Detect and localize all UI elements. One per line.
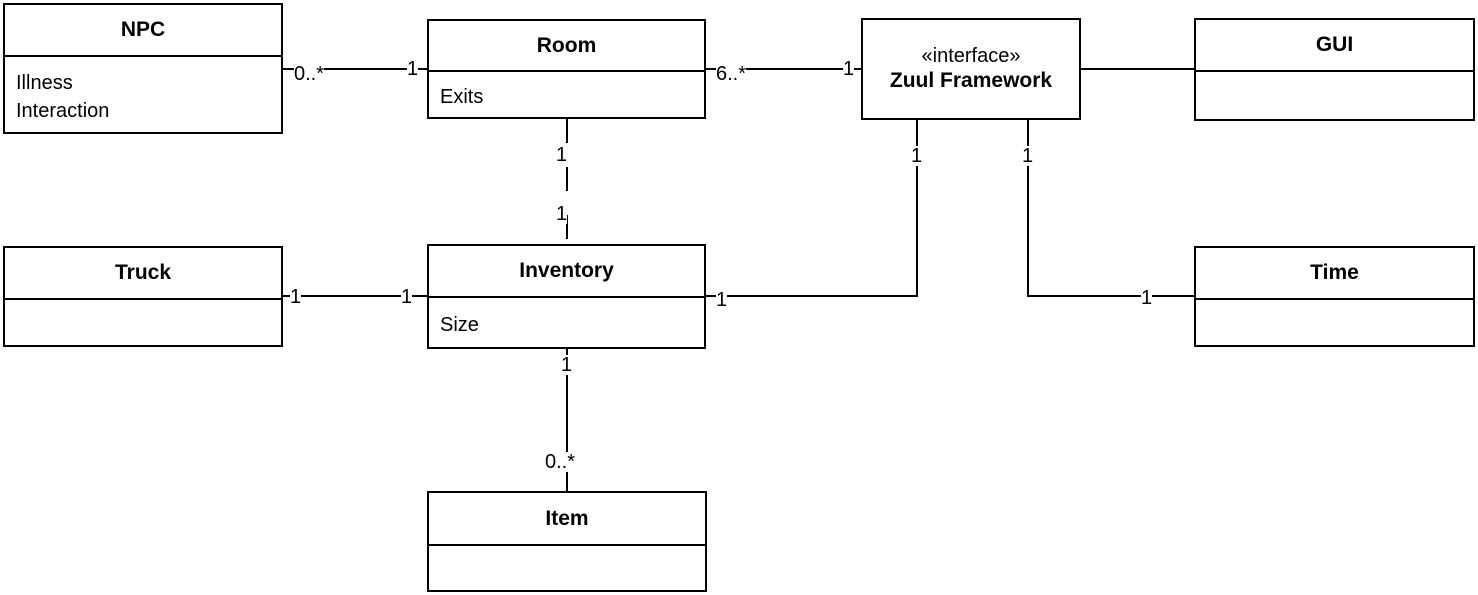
class-truck-name: Truck	[114, 261, 172, 284]
class-gui-name: GUI	[1315, 33, 1354, 56]
mult-inventory-item-near-item: 0..*	[545, 451, 576, 473]
mult-zuul-time-near-time: 1	[1141, 287, 1153, 309]
class-time-name: Time	[1310, 261, 1359, 284]
class-room[interactable]: Room Exits	[427, 19, 706, 119]
class-gui[interactable]: GUI	[1194, 18, 1475, 121]
npc-attr-interaction: Interaction	[16, 100, 110, 122]
class-zuul-header: «interface» Zuul Framework	[863, 20, 1079, 118]
mult-inventory-item-near-inventory: 1	[561, 354, 573, 376]
class-inventory-name: Inventory	[519, 259, 614, 282]
class-room-name: Room	[536, 33, 597, 57]
mult-room-inventory-near-room: 1	[556, 144, 568, 166]
class-item-header: Item	[429, 493, 705, 546]
class-truck[interactable]: Truck	[3, 246, 283, 347]
class-inventory-attributes: Size	[429, 298, 704, 339]
class-room-header: Room	[429, 21, 704, 72]
class-npc-header: NPC	[5, 5, 281, 57]
class-item[interactable]: Item	[427, 491, 707, 592]
class-room-attributes: Exits	[429, 72, 704, 111]
class-inventory[interactable]: Inventory Size	[427, 244, 706, 349]
mult-room-inventory-near-inventory: 1	[556, 203, 568, 225]
room-attr-exits: Exits	[440, 86, 484, 108]
assoc-zuul-time	[1027, 120, 1194, 297]
mult-npc-room-near-room: 1	[407, 58, 419, 80]
class-time-header: Time	[1196, 248, 1473, 300]
class-zuul-stereotype: «interface»	[921, 45, 1021, 67]
mult-inventory-zuul-near-zuul: 1	[911, 145, 923, 167]
class-zuul-framework[interactable]: «interface» Zuul Framework	[861, 18, 1081, 120]
mult-zuul-time-near-zuul: 1	[1022, 145, 1034, 167]
class-truck-header: Truck	[5, 248, 281, 300]
inventory-attr-size: Size	[440, 314, 479, 336]
class-gui-header: GUI	[1196, 20, 1473, 72]
mult-truck-inventory-near-inventory: 1	[401, 286, 413, 308]
class-zuul-name: Zuul Framework	[889, 69, 1053, 92]
mult-room-zuul-near-zuul: 1	[843, 58, 855, 80]
class-inventory-header: Inventory	[429, 246, 704, 298]
mult-inventory-zuul-near-inventory: 1	[716, 289, 728, 311]
class-item-name: Item	[545, 506, 589, 530]
class-npc-name: NPC	[120, 18, 166, 41]
npc-attr-illness: Illness	[16, 72, 73, 94]
class-npc-attributes: Illness Interaction	[5, 57, 281, 125]
assoc-inventory-zuul	[706, 120, 918, 297]
mult-truck-inventory-near-truck: 1	[290, 286, 302, 308]
class-time[interactable]: Time	[1194, 246, 1475, 347]
class-npc[interactable]: NPC Illness Interaction	[3, 3, 283, 134]
mult-room-zuul-near-room: 6..*	[716, 63, 747, 85]
mult-npc-room-near-npc: 0..*	[294, 63, 325, 85]
